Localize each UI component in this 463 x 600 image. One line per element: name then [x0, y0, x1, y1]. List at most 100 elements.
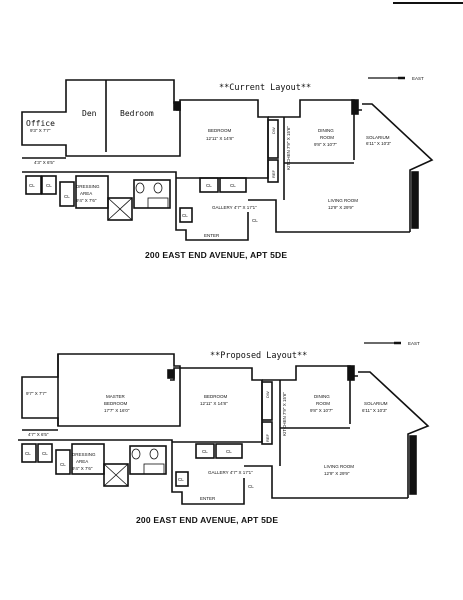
closet-2 — [41, 175, 57, 195]
current-layout-plan — [21, 79, 434, 241]
current-layout-heading: **Current Layout** — [219, 83, 311, 93]
kitchen-cabinets — [267, 119, 279, 159]
dining-label: DINING — [314, 394, 330, 399]
proposed-layout-caption: 200 EAST END AVENUE, APT 5DE — [136, 515, 279, 525]
north-label-bottom: EAST — [408, 341, 420, 346]
dressing-dims: 9'4" X 7'6" — [76, 198, 97, 203]
solarium-dims: 6'11" X 10'3" — [362, 408, 387, 413]
enter-label: ENTER — [200, 496, 216, 501]
solarium-label: SOLARIUM — [366, 135, 390, 140]
bath-fixtures — [133, 179, 171, 209]
proposed-layout-plan — [18, 353, 430, 505]
closet-1 — [21, 443, 37, 463]
dining-room-label: ROOM — [320, 135, 334, 140]
bath-tub — [103, 463, 129, 487]
enter-label: ENTER — [204, 233, 220, 238]
dressing-label: DRESSING — [72, 452, 96, 457]
office-walls — [21, 79, 181, 157]
closet-3 — [59, 181, 75, 207]
living-label: LIVING ROOM — [324, 464, 354, 469]
dw-label: DW — [265, 391, 270, 398]
dressing-label: DRESSING — [76, 184, 100, 189]
bedroom-label: BEDROOM — [204, 394, 228, 399]
living-dims: 12'9" X 29'9" — [328, 205, 354, 210]
dressing-area-label: AREA — [80, 191, 92, 196]
closet-label: CL — [178, 477, 184, 482]
closet-4 — [195, 443, 215, 459]
closet-label: CL — [42, 451, 48, 456]
living-walls — [248, 199, 410, 233]
closet-label: CL — [202, 449, 208, 454]
dressing-area — [71, 443, 105, 475]
closet-label: CL — [230, 183, 236, 188]
office-label: Office — [26, 119, 55, 128]
bedroom-dims: 12'11" X 14'8" — [200, 401, 228, 406]
office-lower-dims: 4'3" X 6'5" — [34, 160, 55, 165]
closet-2 — [37, 443, 53, 463]
master-label: MASTER — [106, 394, 126, 399]
living-dims: 12'9" X 29'9" — [324, 471, 350, 476]
proposed-layout-labels: **Proposed Layout** EAST 9'7" X 7'7" 4'7… — [25, 341, 420, 501]
closet-label: CL — [64, 194, 70, 199]
corner-rule — [393, 2, 463, 4]
closet-label: CL — [46, 183, 52, 188]
closet-label: CL — [60, 462, 66, 467]
dining-dims: 9'8" X 10'7" — [310, 408, 333, 413]
dressing-walls — [22, 171, 249, 241]
office-dims: 9'3" X 7'7" — [30, 128, 51, 133]
dressing-walls — [18, 439, 245, 505]
proposed-layout-heading: **Proposed Layout** — [210, 351, 307, 361]
kitchen-label: KITCHEN 7'9" X 15'6" — [282, 392, 287, 436]
dining-dims: 9'8" X 10'7" — [314, 142, 337, 147]
master-dims: 17'7" X 16'0" — [104, 408, 130, 413]
current-layout-labels: **Current Layout** EAST Office 9'3" X 7'… — [26, 76, 424, 238]
dressing-area-label: AREA — [76, 459, 88, 464]
dining-walls — [268, 99, 362, 118]
left-room-dims: 9'7" X 7'7" — [26, 391, 47, 396]
kitchen-label: KITCHEN 7'9" X 15'6" — [286, 126, 291, 170]
gallery-label: GALLERY 4'7" X 17'1" — [208, 470, 253, 475]
den-label: Den — [82, 109, 97, 118]
closet-label: CL — [226, 449, 232, 454]
north-label-top: EAST — [412, 76, 424, 81]
dressing-dims: 9'4" X 7'6" — [72, 466, 93, 471]
kitchen-cabinets — [261, 381, 273, 421]
closet-4 — [199, 177, 219, 193]
current-layout-caption: 200 EAST END AVENUE, APT 5DE — [145, 250, 288, 260]
bedroom-left-label: Bedroom — [120, 109, 154, 118]
left-lower-dims: 4'7" X 6'5" — [28, 432, 49, 437]
gallery-label: GALLERY 4'7" X 17'1" — [212, 205, 257, 210]
closet-label: CL — [248, 484, 254, 489]
living-walls — [244, 465, 408, 499]
solarium-label: SOLARIUM — [364, 401, 388, 406]
dining-label: DINING — [318, 128, 334, 133]
bedroom-label: BEDROOM — [208, 128, 232, 133]
dining-walls — [262, 365, 358, 381]
dressing-area — [75, 175, 109, 209]
closet-label: CL — [206, 183, 212, 188]
closet-6 — [175, 471, 189, 487]
dining-room-label: ROOM — [316, 401, 330, 406]
solarium-walls — [358, 371, 430, 498]
closet-label: CL — [29, 183, 35, 188]
ref-label: REF — [265, 433, 270, 442]
closet-5 — [215, 443, 243, 459]
closet-label: CL — [252, 218, 258, 223]
closet-5 — [219, 177, 247, 193]
master-bedroom-label: BEDROOM — [104, 401, 128, 406]
closet-6 — [179, 207, 193, 223]
closet-label: CL — [182, 213, 188, 218]
bath-tub — [107, 197, 133, 221]
closet-1 — [25, 175, 42, 195]
closet-3 — [55, 449, 71, 475]
dw-label: DW — [271, 127, 276, 134]
closet-label: CL — [25, 451, 31, 456]
solarium-dims: 6'11" X 10'3" — [366, 141, 391, 146]
bedroom-dims: 12'11" X 14'8" — [206, 136, 234, 141]
master-walls — [21, 353, 181, 427]
bath-fixtures — [129, 445, 167, 475]
solarium-walls — [362, 103, 434, 232]
living-label: LIVING ROOM — [328, 198, 358, 203]
ref-label: REF — [271, 169, 276, 178]
